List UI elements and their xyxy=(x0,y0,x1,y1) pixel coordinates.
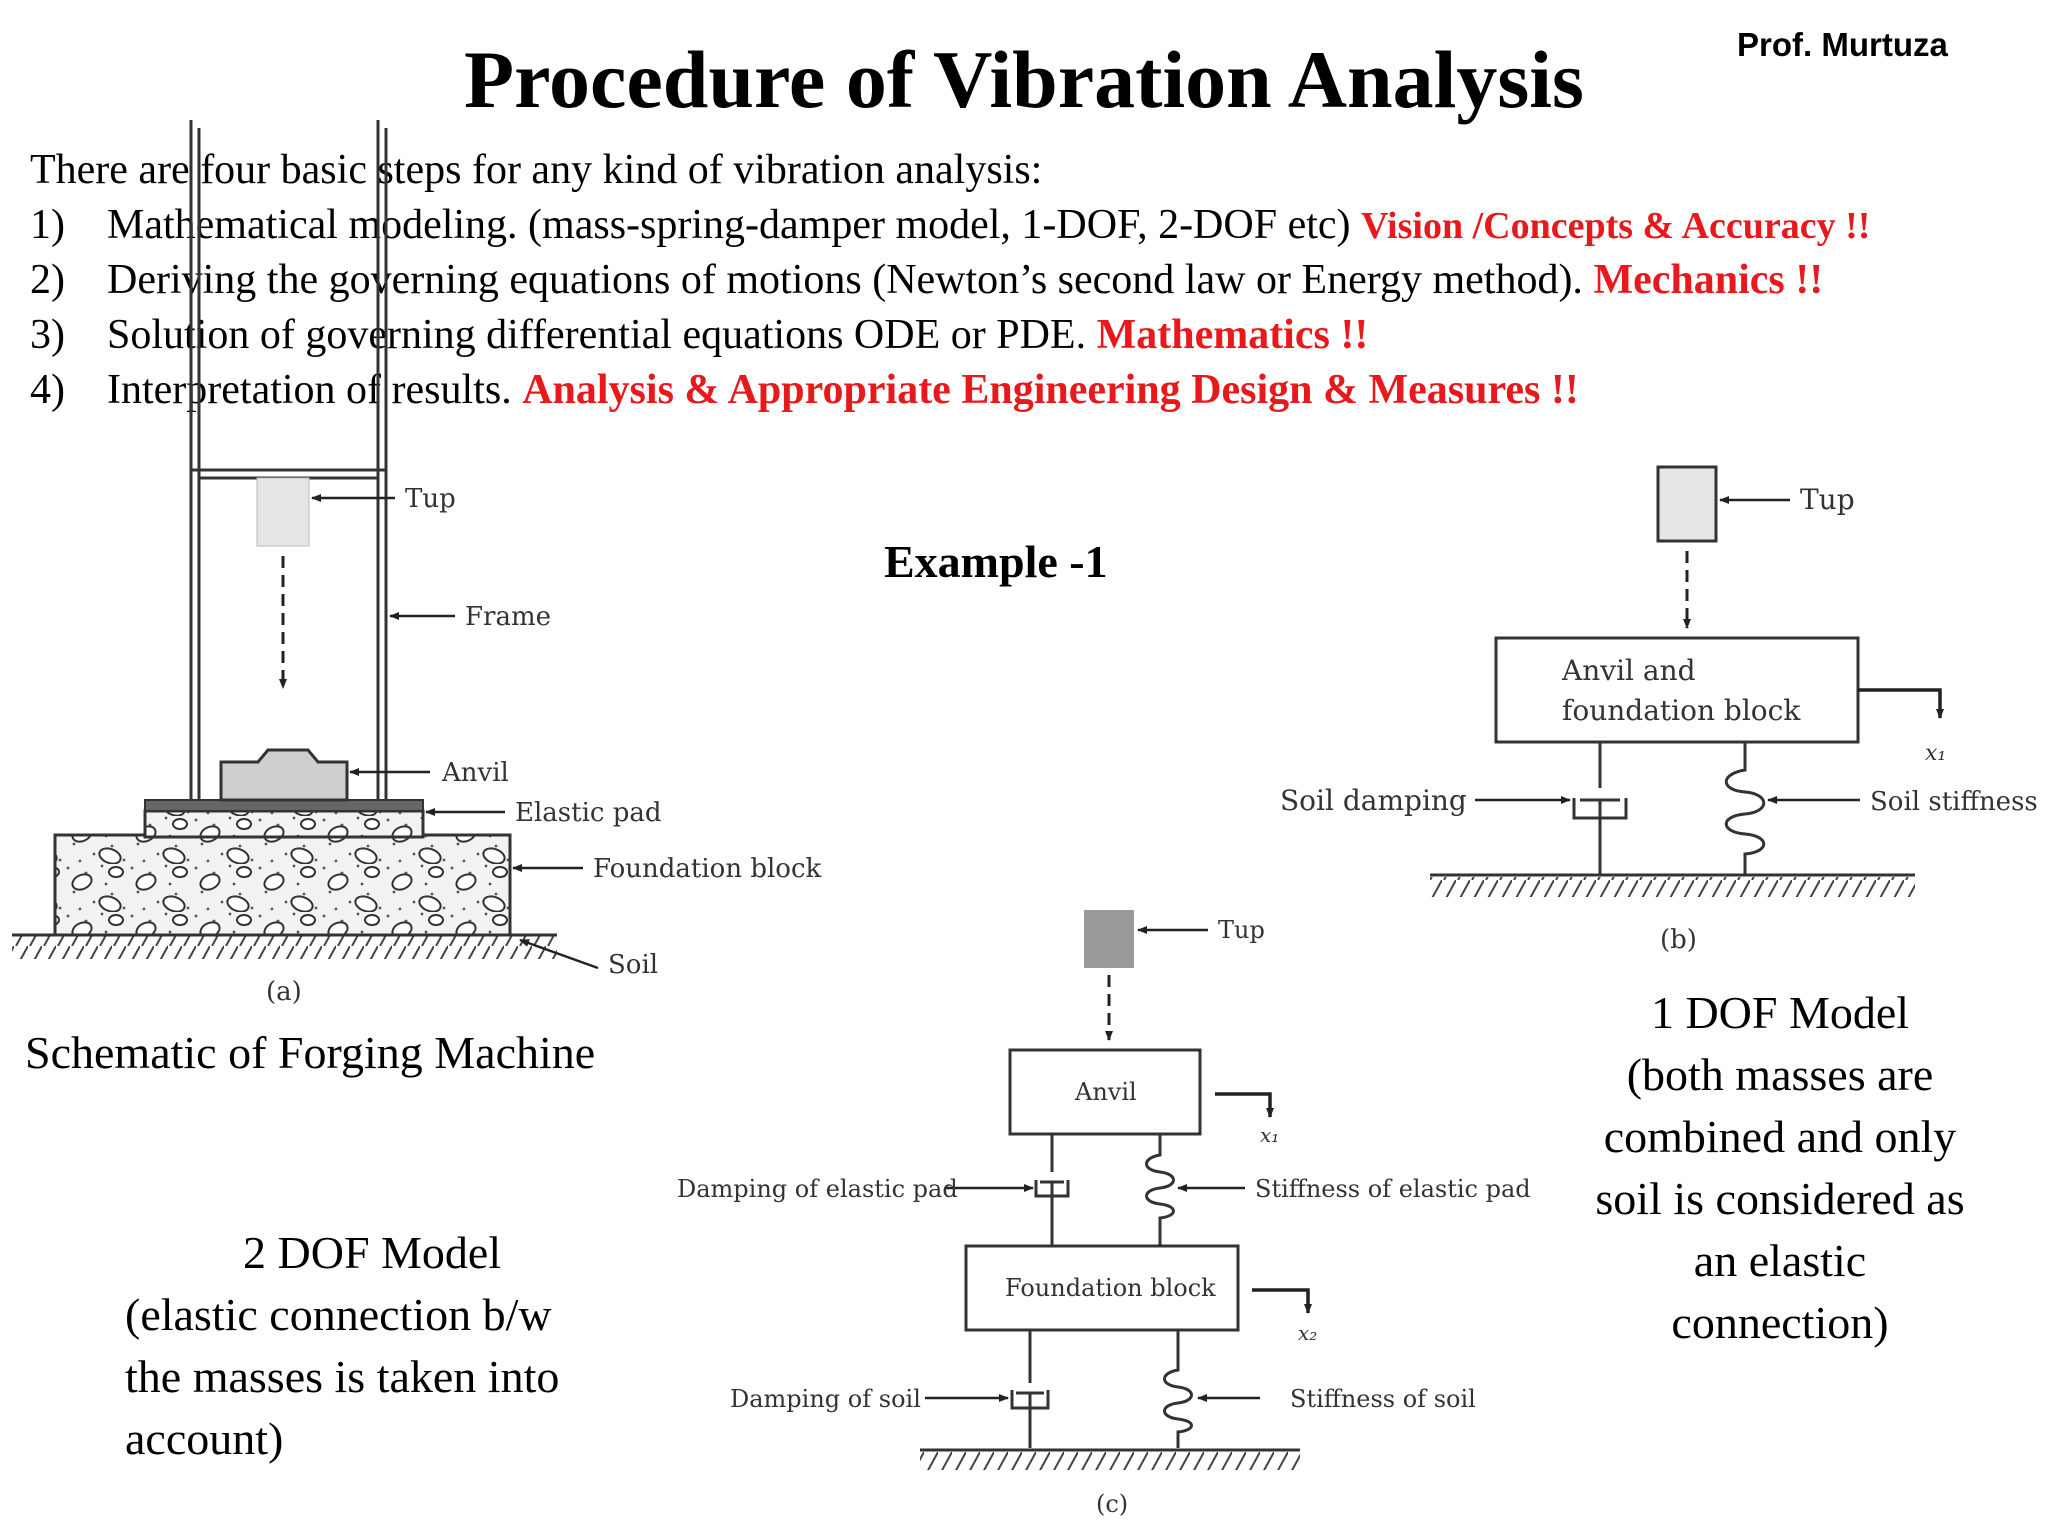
step-number: 2) xyxy=(30,257,65,303)
caption-line: account) xyxy=(125,1413,284,1464)
step-highlight: Mechanics !! xyxy=(1593,257,1824,303)
tup-shape xyxy=(256,477,310,547)
anvil-shape xyxy=(219,748,349,802)
step-highlight: Mathematics !! xyxy=(1096,312,1369,358)
block-label-line2: foundation block xyxy=(1562,694,1801,727)
step-highlight: Analysis & Appropriate Engineering Desig… xyxy=(522,367,1579,413)
block-label-line1: Anvil and xyxy=(1561,654,1696,687)
label-frame: Frame xyxy=(465,602,551,632)
soil-hatch xyxy=(12,935,557,959)
label-damping-elastic-pad: Damping of elastic pad xyxy=(677,1175,958,1203)
spring-symbol xyxy=(1724,742,1766,875)
foundation-mass xyxy=(964,1244,1240,1332)
mass-block xyxy=(1494,636,1860,744)
label-foundation-block: Foundation block xyxy=(1005,1274,1216,1302)
figure-tag-b: (b) xyxy=(1660,925,1697,955)
caption-forging-machine: Schematic of Forging Machine xyxy=(25,1027,596,1078)
ground-hatch xyxy=(1430,877,1915,897)
label-tup: Tup xyxy=(1218,916,1265,944)
elastic-pad-shape xyxy=(144,799,424,812)
displacement-arrow-x2 xyxy=(1252,1288,1312,1314)
figure-tag-a: (a) xyxy=(266,977,302,1007)
damper-symbol xyxy=(1572,742,1628,875)
foundation-upper xyxy=(143,809,425,839)
label-x1: x₁ xyxy=(1260,1123,1279,1147)
label-tup: Tup xyxy=(405,484,456,514)
caption-2dof-model: 2 DOF Model (elastic connection b/w the … xyxy=(125,1222,645,1470)
label-soil: Soil xyxy=(608,950,658,980)
displacement-arrow-x1 xyxy=(1215,1092,1274,1118)
label-x2: x₂ xyxy=(1298,1321,1317,1345)
step-number: 1) xyxy=(30,202,65,248)
figure-tag-c: (c) xyxy=(1096,1490,1128,1518)
example-label: Example -1 xyxy=(884,536,1108,587)
step-2: 2) Deriving the governing equations of mo… xyxy=(30,255,1823,305)
tup-block xyxy=(1656,465,1718,543)
caption-line: (elastic connection b/w xyxy=(125,1289,552,1340)
step-highlight: Vision /Concepts & Accuracy !! xyxy=(1361,205,1871,247)
step-text: Interpretation of results. xyxy=(107,367,512,413)
step-3: 3) Solution of governing differential equ… xyxy=(30,310,1368,360)
label-soil-stiffness: Soil stiffness xyxy=(1870,787,2038,817)
caption-line: the masses is taken into xyxy=(125,1351,560,1402)
figure-b-1dof-model: Tup Anvil and foundation block x₁ Soil d… xyxy=(1280,465,2038,955)
damper-soil xyxy=(1010,1330,1050,1448)
label-stiffness-soil: Stiffness of soil xyxy=(1290,1385,1476,1413)
page-title: Procedure of Vibration Analysis xyxy=(464,34,1584,125)
caption-line: connection) xyxy=(1671,1297,1889,1348)
step-number: 4) xyxy=(30,367,65,413)
figure-c-2dof-model: Tup Anvil x₁ Damping of elastic pad Stif… xyxy=(677,910,1531,1518)
tup-block xyxy=(1084,910,1134,968)
label-x1: x₁ xyxy=(1925,741,1946,766)
caption-line: soil is considered as xyxy=(1595,1173,1965,1224)
ground-hatch xyxy=(920,1452,1300,1470)
spring-soil xyxy=(1163,1330,1193,1448)
label-elastic-pad: Elastic pad xyxy=(515,798,662,828)
step-number: 3) xyxy=(30,312,65,358)
label-anvil: Anvil xyxy=(441,758,509,788)
step-text: Deriving the governing equations of moti… xyxy=(107,257,1583,303)
step-text: Solution of governing differential equat… xyxy=(107,312,1087,358)
caption-line: 1 DOF Model xyxy=(1650,987,1910,1038)
frame-shape xyxy=(189,120,388,800)
step-1: 1) Mathematical modeling. (mass-spring-da… xyxy=(30,200,1870,251)
label-damping-soil: Damping of soil xyxy=(730,1385,921,1413)
spring-elastic-pad xyxy=(1145,1134,1175,1246)
author-name: Prof. Murtuza xyxy=(1737,26,1948,63)
label-stiffness-elastic-pad: Stiffness of elastic pad xyxy=(1255,1175,1531,1203)
label-foundation-block: Foundation block xyxy=(593,854,822,884)
step-text: Mathematical modeling. (mass-spring-damp… xyxy=(107,202,1351,248)
damper-elastic-pad xyxy=(1034,1134,1070,1246)
label-anvil: Anvil xyxy=(1074,1078,1137,1106)
anvil-mass xyxy=(1008,1048,1202,1136)
caption-line: (both masses are xyxy=(1626,1049,1934,1100)
caption-line: 2 DOF Model xyxy=(243,1227,502,1278)
caption-line: an elastic xyxy=(1693,1235,1867,1286)
label-soil-damping: Soil damping xyxy=(1280,784,1467,817)
foundation-lower xyxy=(53,833,512,937)
caption-1dof-model: 1 DOF Model (both masses are combined an… xyxy=(1525,982,2035,1354)
step-4: 4) Interpretation of results. Analysis & … xyxy=(30,365,1579,415)
caption-line: combined and only xyxy=(1603,1111,1957,1162)
label-tup: Tup xyxy=(1800,483,1855,516)
figure-a-forging-machine: Tup Frame Anvil Elastic pad Foundation b… xyxy=(12,120,822,1007)
displacement-arrow-x1 xyxy=(1858,688,1944,719)
